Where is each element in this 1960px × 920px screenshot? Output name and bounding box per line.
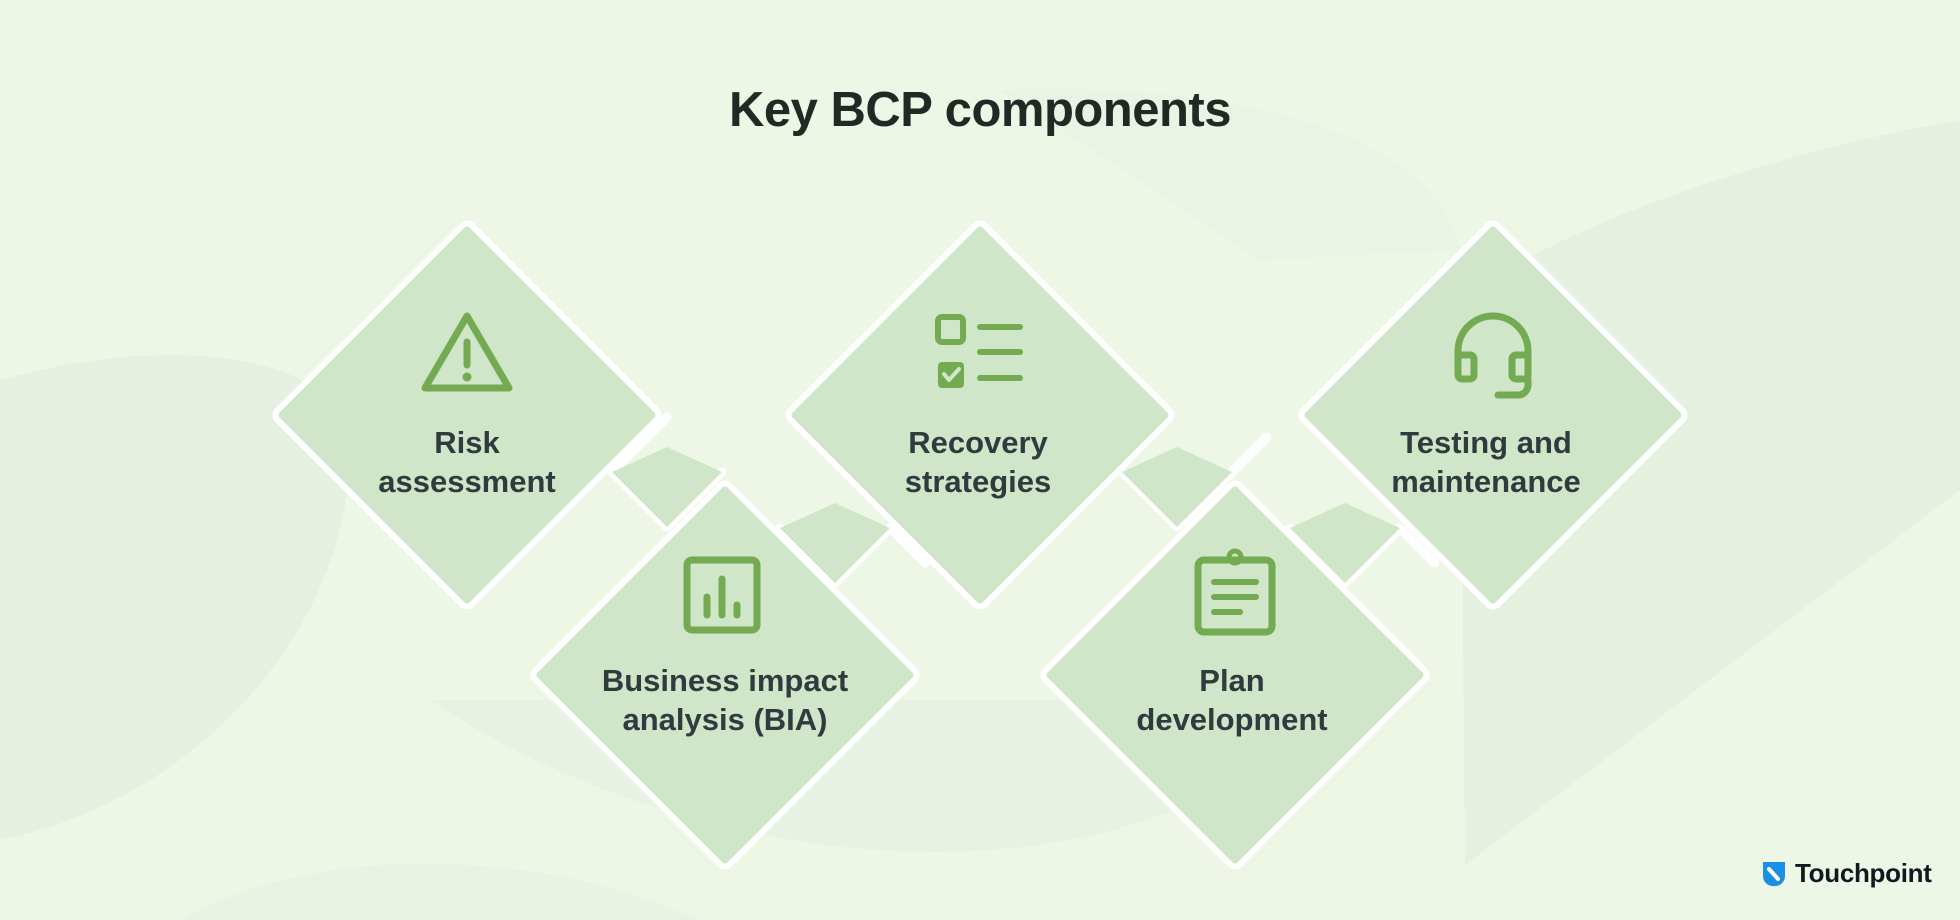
tile-plan-development <box>1046 486 1424 864</box>
label-line: strategies <box>904 464 1052 499</box>
component-label-plan-development: Plan development <box>1112 661 1352 739</box>
component-label-testing-maintenance: Testing and maintenance <box>1366 423 1606 501</box>
label-line: Risk <box>434 425 500 460</box>
warning-triangle-icon <box>421 312 513 392</box>
component-label-recovery-strategies: Recovery strategies <box>858 423 1098 501</box>
brand-logo: Touchpoint <box>1761 858 1932 889</box>
tile-testing-maintenance <box>1304 226 1682 604</box>
label-line: development <box>1136 702 1328 737</box>
label-line: Recovery <box>908 425 1048 460</box>
page-title: Key BCP components <box>729 83 1231 137</box>
tile-business-impact <box>536 486 914 864</box>
label-line: assessment <box>378 464 556 499</box>
bar-chart-icon <box>683 556 761 634</box>
tile-risk-assessment <box>278 226 656 604</box>
touchpoint-logo-icon <box>1763 861 1785 886</box>
label-line: maintenance <box>1391 464 1581 499</box>
checklist-icon <box>935 314 1023 388</box>
label-line: analysis (BIA) <box>622 702 828 737</box>
component-label-risk-assessment: Risk assessment <box>347 423 587 501</box>
headset-icon <box>1454 312 1532 399</box>
tile-recovery-strategies <box>791 226 1169 604</box>
component-label-business-impact-analysis: Business impact analysis (BIA) <box>598 661 852 739</box>
brand-name: Touchpoint <box>1795 858 1932 888</box>
label-line: Business impact <box>601 663 849 698</box>
label-line: Testing and <box>1400 425 1572 460</box>
clipboard-icon <box>1194 548 1276 636</box>
label-line: Plan <box>1199 663 1265 698</box>
